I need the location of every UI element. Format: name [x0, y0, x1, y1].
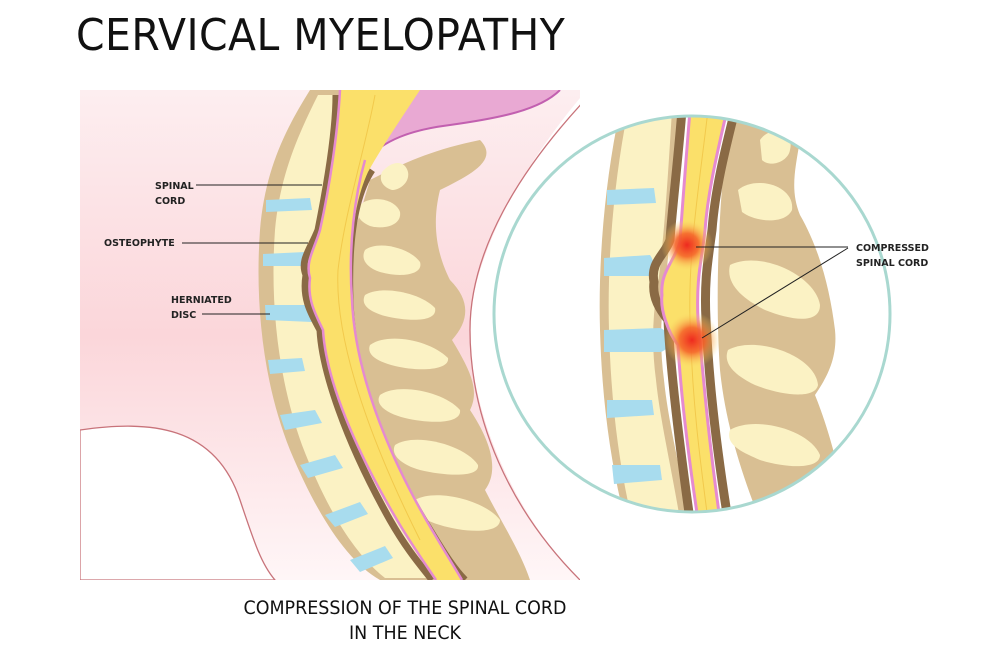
label-osteophyte-text: OSTEOPHYTE — [104, 238, 175, 249]
vertebral-bodies — [273, 95, 440, 578]
label-osteophyte: OSTEOPHYTE — [104, 238, 308, 249]
caption-line2: IN THE NECK — [348, 622, 462, 644]
spinous-processes — [357, 163, 500, 531]
label-compressed-line2: SPINAL CORD — [856, 258, 928, 269]
page-title: CERVICAL MYELOPATHY — [76, 10, 566, 61]
zoom-circle-border — [492, 114, 892, 514]
label-spinal-cord-line2: CORD — [155, 196, 185, 207]
intervertebral-discs — [263, 198, 393, 572]
label-herniated-disc-line1: HERNIATED — [171, 295, 232, 306]
chin-cutout — [80, 425, 276, 580]
caption-line1: COMPRESSION OF THE SPINAL CORD — [243, 597, 567, 619]
label-spinal-cord: SPINAL CORD — [155, 181, 322, 207]
neck-side-view — [80, 90, 580, 580]
zoomed-discs — [604, 188, 669, 484]
label-compressed-spinal-cord: COMPRESSED SPINAL CORD — [696, 243, 929, 339]
label-herniated-disc-line2: DISC — [171, 310, 196, 321]
zoomed-spine-view — [599, 116, 850, 512]
canal-lining-anterior — [300, 94, 435, 580]
leader-line-compressed-lower — [701, 247, 849, 339]
label-herniated-disc: HERNIATED DISC — [171, 295, 270, 321]
compression-spot-upper — [661, 219, 713, 271]
label-compressed-line1: COMPRESSED — [856, 243, 929, 254]
zoomed-spinous-processes — [726, 131, 820, 467]
spinal-cord — [308, 90, 462, 580]
neck-back-outline — [469, 104, 580, 580]
caption: COMPRESSION OF THE SPINAL CORD IN THE NE… — [216, 596, 593, 646]
label-spinal-cord-line1: SPINAL — [155, 181, 194, 192]
compression-spot-lower — [664, 312, 720, 368]
